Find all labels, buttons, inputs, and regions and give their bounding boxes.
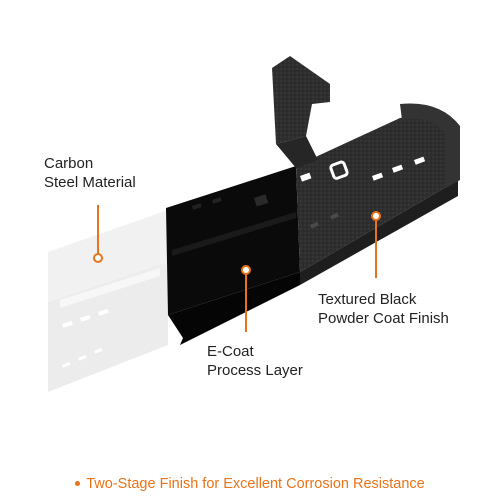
powder-coat-section xyxy=(272,56,460,285)
ecoat-label: E-Coat Process Layer xyxy=(207,342,303,380)
ecoat-section xyxy=(166,166,300,345)
bullet-dot-icon xyxy=(75,480,81,486)
carbon-steel-label-line2: Steel Material xyxy=(44,174,136,191)
callout-carbon xyxy=(93,205,103,263)
powder-coat-label-line1: Textured Black xyxy=(318,291,417,308)
powder-coat-label: Textured Black Powder Coat Finish xyxy=(318,290,449,328)
carbon-steel-label-line1: Carbon xyxy=(44,155,94,172)
feature-caption: Two-Stage Finish for Excellent Corrosion… xyxy=(0,476,500,492)
powder-coat-label-line2: Powder Coat Finish xyxy=(318,310,449,327)
raw-steel-section xyxy=(48,210,168,392)
feature-caption-text: Two-Stage Finish for Excellent Corrosion… xyxy=(86,476,425,492)
callout-textured xyxy=(371,211,381,278)
ecoat-label-line2: Process Layer xyxy=(207,362,303,379)
ecoat-label-line1: E-Coat xyxy=(207,343,254,360)
carbon-steel-label: Carbon Steel Material xyxy=(44,154,136,192)
callout-ecoat xyxy=(241,265,251,332)
